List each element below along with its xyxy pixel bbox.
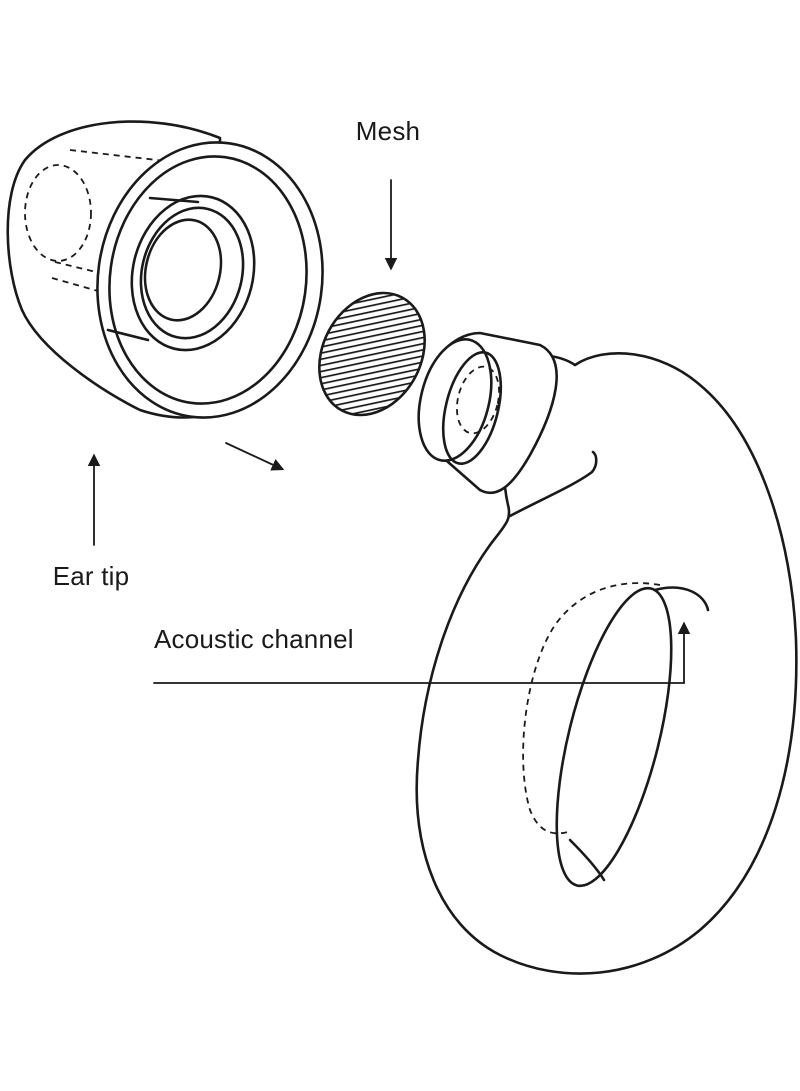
ear-tip-stem-side <box>106 196 200 342</box>
earbud-loop-inner-curve <box>653 586 710 612</box>
mesh-illustration <box>318 291 426 417</box>
ear-tip-label: Ear tip <box>53 561 130 591</box>
mesh-disc <box>318 291 426 417</box>
earbud-nozzle-ring <box>441 351 503 465</box>
earbud-body <box>415 352 798 975</box>
ear-tip-hole <box>143 218 223 322</box>
mesh-label: Mesh <box>356 116 420 146</box>
ear-tip-hidden-core-end <box>24 164 92 262</box>
assembly-direction-arrow <box>225 442 285 471</box>
earbud-loop-opening <box>555 586 673 888</box>
ear-tip-stem-mid <box>139 206 245 340</box>
acoustic-channel-hidden <box>522 582 661 835</box>
earbud-nozzle-hidden <box>456 365 500 435</box>
ear-tip-stem-outer <box>130 194 256 352</box>
earbud-body-illustration <box>415 331 798 975</box>
earbud-fin-hook <box>508 450 598 518</box>
ear-tip-rim-inner <box>108 155 308 405</box>
ear-tip-illustration <box>6 120 324 419</box>
acoustic-channel-leader <box>153 621 691 684</box>
acoustic-channel-label: Acoustic channel <box>154 624 354 654</box>
earbud-loop-lower-curve <box>568 838 606 882</box>
